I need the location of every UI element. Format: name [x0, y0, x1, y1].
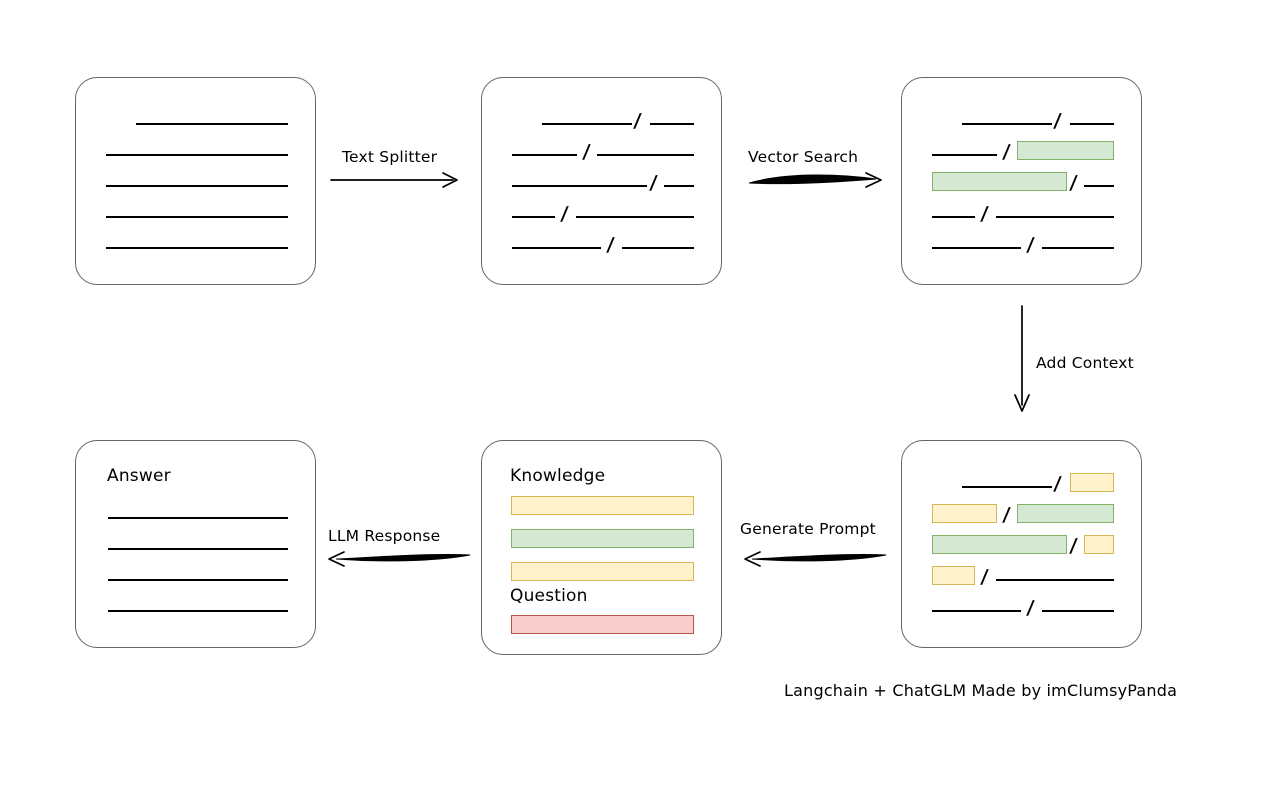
answer-heading: Answer — [107, 466, 171, 486]
box-search-results[interactable]: / / / / / — [901, 77, 1142, 285]
chunk-line — [932, 610, 1021, 612]
chunk-line — [932, 247, 1021, 249]
chunk-line — [512, 185, 647, 187]
chunk-line — [1042, 610, 1114, 612]
chunk-line — [542, 123, 632, 125]
doc-line — [136, 123, 288, 125]
chunk-line — [1070, 123, 1114, 125]
box-answer[interactable]: Answer — [75, 440, 316, 648]
chunk-bar-retrieved — [932, 535, 1067, 554]
chunk-separator: / — [648, 172, 659, 194]
chunk-bar-retrieved — [1017, 141, 1114, 160]
doc-line — [106, 185, 288, 187]
diagram-caption: Langchain + ChatGLM Made by imClumsyPand… — [784, 681, 1178, 700]
chunk-separator: / — [605, 234, 616, 256]
chunk-bar-retrieved — [1017, 504, 1114, 523]
chunk-line — [622, 247, 694, 249]
doc-line — [106, 216, 288, 218]
box-context-expanded[interactable]: / / / / / — [901, 440, 1142, 648]
chunk-line — [597, 154, 694, 156]
arrow-llm-response — [328, 551, 471, 567]
chunk-separator: / — [1052, 473, 1063, 495]
chunk-line — [650, 123, 694, 125]
chunk-line — [512, 247, 601, 249]
chunk-line — [512, 216, 555, 218]
chunk-line — [962, 123, 1052, 125]
chunk-line — [932, 154, 997, 156]
chunk-separator: / — [979, 566, 990, 588]
chunk-separator: / — [1068, 535, 1079, 557]
chunk-separator: / — [1001, 504, 1012, 526]
chunk-line — [1042, 247, 1114, 249]
arrow-vector-search — [748, 172, 882, 188]
chunk-separator: / — [1068, 172, 1079, 194]
chunk-bar-context — [932, 566, 975, 585]
arrow-text-splitter — [330, 172, 458, 188]
box-split-chunks[interactable]: / / / / / — [481, 77, 722, 285]
edge-label-vector-search: Vector Search — [748, 148, 859, 166]
chunk-line — [664, 185, 694, 187]
chunk-separator: / — [581, 141, 592, 163]
arrow-add-context — [1014, 305, 1030, 412]
chunk-separator: / — [559, 203, 570, 225]
chunk-separator: / — [632, 110, 643, 132]
prompt-knowledge-bar — [511, 529, 694, 548]
chunk-separator: / — [1052, 110, 1063, 132]
edge-label-llm-response: LLM Response — [328, 527, 441, 545]
prompt-knowledge-bar — [511, 562, 694, 581]
chunk-separator: / — [1001, 141, 1012, 163]
answer-line — [108, 548, 288, 550]
box-prompt[interactable]: Knowledge Question — [481, 440, 722, 655]
chunk-separator: / — [1025, 597, 1036, 619]
doc-line — [106, 247, 288, 249]
prompt-question-bar — [511, 615, 694, 634]
chunk-line — [512, 154, 577, 156]
chunk-separator: / — [1025, 234, 1036, 256]
chunk-line — [576, 216, 694, 218]
doc-line — [106, 154, 288, 156]
edge-label-text-splitter: Text Splitter — [342, 148, 438, 166]
chunk-line — [932, 216, 975, 218]
edge-label-generate-prompt: Generate Prompt — [740, 520, 876, 538]
answer-line — [108, 579, 288, 581]
prompt-heading-knowledge: Knowledge — [510, 466, 606, 486]
answer-line — [108, 517, 288, 519]
chunk-line — [1084, 185, 1114, 187]
chunk-line — [996, 579, 1114, 581]
arrow-generate-prompt — [744, 551, 887, 567]
chunk-bar-context — [1084, 535, 1114, 554]
chunk-line — [962, 486, 1052, 488]
chunk-bar-retrieved — [932, 172, 1067, 191]
chunk-bar-context — [932, 504, 997, 523]
chunk-separator: / — [979, 203, 990, 225]
prompt-knowledge-bar — [511, 496, 694, 515]
edge-label-add-context: Add Context — [1036, 354, 1134, 372]
answer-line — [108, 610, 288, 612]
chunk-line — [996, 216, 1114, 218]
prompt-heading-question: Question — [510, 586, 588, 606]
chunk-bar-context — [1070, 473, 1114, 492]
box-source-document[interactable] — [75, 77, 316, 285]
